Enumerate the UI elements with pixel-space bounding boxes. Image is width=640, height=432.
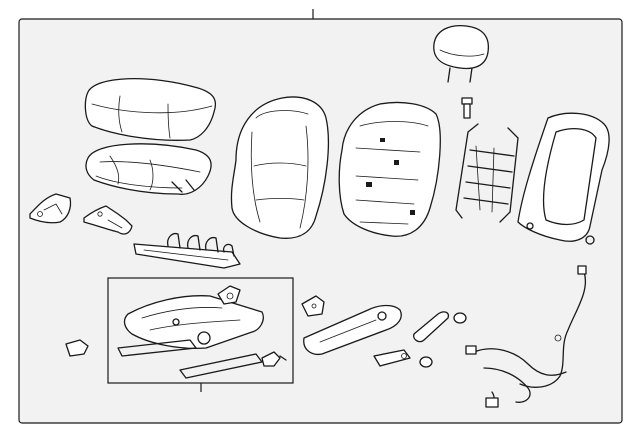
- headrest-guide[interactable]: [461, 97, 473, 119]
- seatback-frame[interactable]: [517, 112, 610, 245]
- cap-plug-upper[interactable]: [453, 312, 467, 324]
- recliner-bracket-small[interactable]: [301, 295, 325, 317]
- recliner-lever[interactable]: [413, 311, 450, 343]
- cap-plug-lower[interactable]: [419, 356, 433, 368]
- seat-adjuster-assembly[interactable]: [117, 295, 264, 379]
- recliner-arm[interactable]: [303, 304, 402, 356]
- seatback-cover[interactable]: [230, 96, 330, 239]
- wiring-harness[interactable]: [465, 265, 587, 408]
- left-trim-bracket[interactable]: [29, 193, 72, 224]
- adjuster-motor[interactable]: [217, 285, 241, 305]
- seat-cushion-cover[interactable]: [84, 78, 217, 141]
- small-clip[interactable]: [65, 339, 89, 357]
- seatback-pad[interactable]: [338, 101, 441, 237]
- adjuster-switch[interactable]: [261, 351, 287, 367]
- recliner-link[interactable]: [373, 349, 411, 367]
- seat-cushion-pad[interactable]: [85, 143, 212, 195]
- headrest[interactable]: [433, 24, 490, 83]
- cushion-support-bracket[interactable]: [133, 232, 241, 269]
- right-trim-bracket[interactable]: [83, 205, 133, 235]
- seatback-spring[interactable]: [455, 123, 519, 223]
